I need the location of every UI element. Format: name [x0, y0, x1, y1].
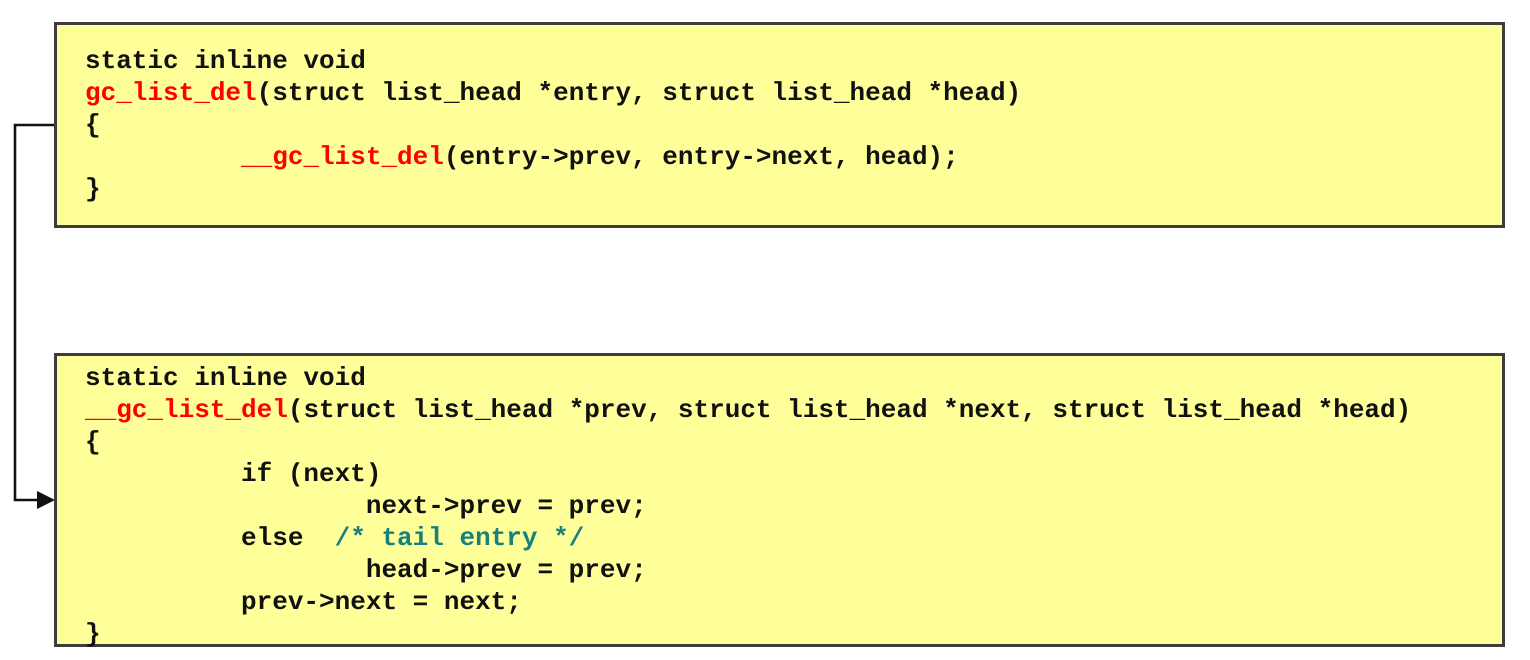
code-box-underscore-gc-list-del: static inline void__gc_list_del(struct l… [54, 353, 1505, 650]
code-token: } [85, 174, 101, 204]
code-token: prev->next = next; [85, 587, 522, 617]
code-token: head->prev = prev; [85, 555, 647, 585]
code-block: static inline void__gc_list_del(struct l… [85, 362, 1498, 650]
code-line: static inline void [85, 45, 1498, 77]
function-name-token: __gc_list_del [85, 395, 288, 425]
code-line: } [85, 618, 1498, 650]
call-flow-arrow [13, 123, 55, 509]
call-flow-arrow-line [13, 123, 54, 502]
code-token: next->prev = prev; [85, 491, 647, 521]
code-token: (entry->prev, entry->next, head); [443, 142, 959, 172]
code-token: else [85, 523, 335, 553]
code-token: { [85, 110, 101, 140]
code-line: head->prev = prev; [85, 554, 1498, 586]
code-token: static inline void [85, 363, 366, 393]
code-line: if (next) [85, 458, 1498, 490]
code-line: static inline void [85, 362, 1498, 394]
code-token: { [85, 427, 101, 457]
code-token [85, 142, 241, 172]
code-line: gc_list_del(struct list_head *entry, str… [85, 77, 1498, 109]
code-line: else /* tail entry */ [85, 522, 1498, 554]
code-token: static inline void [85, 46, 366, 76]
code-token: (struct list_head *prev, struct list_hea… [287, 395, 1412, 425]
function-name-token: __gc_list_del [241, 142, 444, 172]
code-line: next->prev = prev; [85, 490, 1498, 522]
code-token: } [85, 619, 101, 649]
code-token: (struct list_head *entry, struct list_he… [256, 78, 1022, 108]
comment-token: /* tail entry */ [334, 523, 585, 553]
code-line: __gc_list_del(struct list_head *prev, st… [85, 394, 1498, 426]
call-flow-arrowhead-icon [37, 491, 55, 509]
code-line: { [85, 109, 1498, 141]
code-line: } [85, 173, 1498, 205]
code-token: if (next) [85, 459, 382, 489]
code-line: prev->next = next; [85, 586, 1498, 618]
code-line: { [85, 426, 1498, 458]
code-line: __gc_list_del(entry->prev, entry->next, … [85, 141, 1498, 173]
function-name-token: gc_list_del [85, 78, 257, 108]
